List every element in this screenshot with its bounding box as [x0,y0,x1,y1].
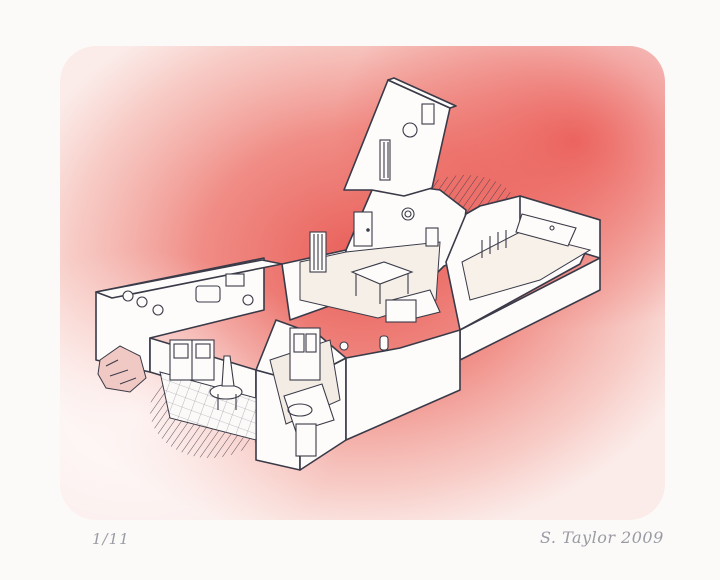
artist-signature: S. Taylor 2009 [540,528,664,547]
interior-details [122,103,577,457]
edition-number: 1/11 [92,530,130,548]
rubble [97,345,147,393]
